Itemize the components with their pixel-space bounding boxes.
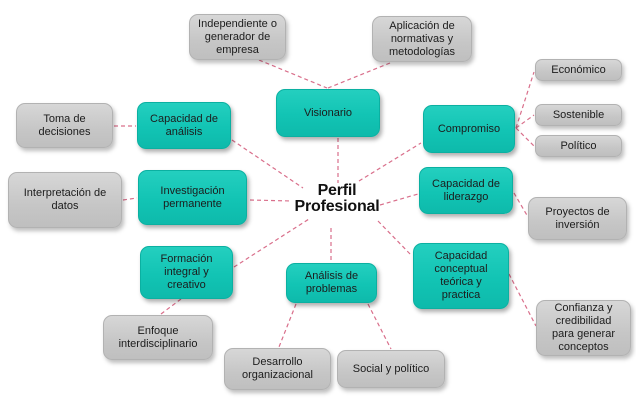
connector-conceptual-confianza: [508, 273, 537, 327]
connector-visionario-independiente: [258, 59, 328, 89]
node-desarrollo-organizacional: Desarrollo organizacional: [224, 348, 331, 390]
connector-investigacion-interpretacion: [122, 197, 138, 201]
node-analisis-de-problemas: Análisis de problemas: [286, 263, 377, 303]
node-social-y-politico: Social y político: [337, 350, 445, 388]
node-formacion-integral-creativo: Formación integral y creativo: [140, 246, 233, 299]
connector-compromiso-politico: [515, 127, 535, 147]
connector-liderazgo-proyectos: [513, 192, 529, 218]
node-independiente-generador-empresa: Independiente o generador de empresa: [189, 14, 286, 60]
connector-formacion-enfoque: [160, 298, 182, 315]
node-visionario: Visionario: [276, 89, 380, 137]
node-investigacion-permanente: Investigación permanente: [138, 170, 247, 225]
connector-center-formacion: [233, 218, 310, 268]
connector-center-conceptual: [377, 220, 413, 257]
node-capacidad-de-analisis: Capacidad de análisis: [137, 102, 231, 149]
node-proyectos-de-inversion: Proyectos de inversión: [528, 197, 627, 240]
node-compromiso: Compromiso: [423, 105, 515, 153]
node-enfoque-interdisciplinario: Enfoque interdisciplinario: [103, 315, 213, 360]
connector-compromiso-economico: [515, 71, 535, 129]
connector-problemas-social: [367, 303, 392, 350]
node-toma-de-decisiones: Toma de decisiones: [16, 103, 113, 148]
node-capacidad-conceptual: Capacidad conceptual teórica y practica: [413, 243, 509, 309]
connector-center-compromiso: [358, 142, 422, 182]
node-capacidad-de-liderazgo: Capacidad de liderazgo: [419, 167, 513, 214]
node-sostenible: Sostenible: [535, 104, 622, 126]
node-politico: Político: [535, 135, 622, 157]
node-economico: Económico: [535, 59, 622, 81]
connector-visionario-aplicacion: [327, 62, 391, 89]
node-confianza-credibilidad: Confianza y credibilidad para generar co…: [536, 300, 631, 356]
connector-compromiso-sostenible: [515, 114, 535, 129]
node-aplicacion-normativas: Aplicación de normativas y metodologías: [372, 16, 472, 62]
diagram-title: Perfil Profesional: [294, 182, 380, 215]
node-interpretacion-de-datos: Interpretación de datos: [8, 172, 122, 228]
connector-problemas-desarrollo: [278, 303, 297, 348]
